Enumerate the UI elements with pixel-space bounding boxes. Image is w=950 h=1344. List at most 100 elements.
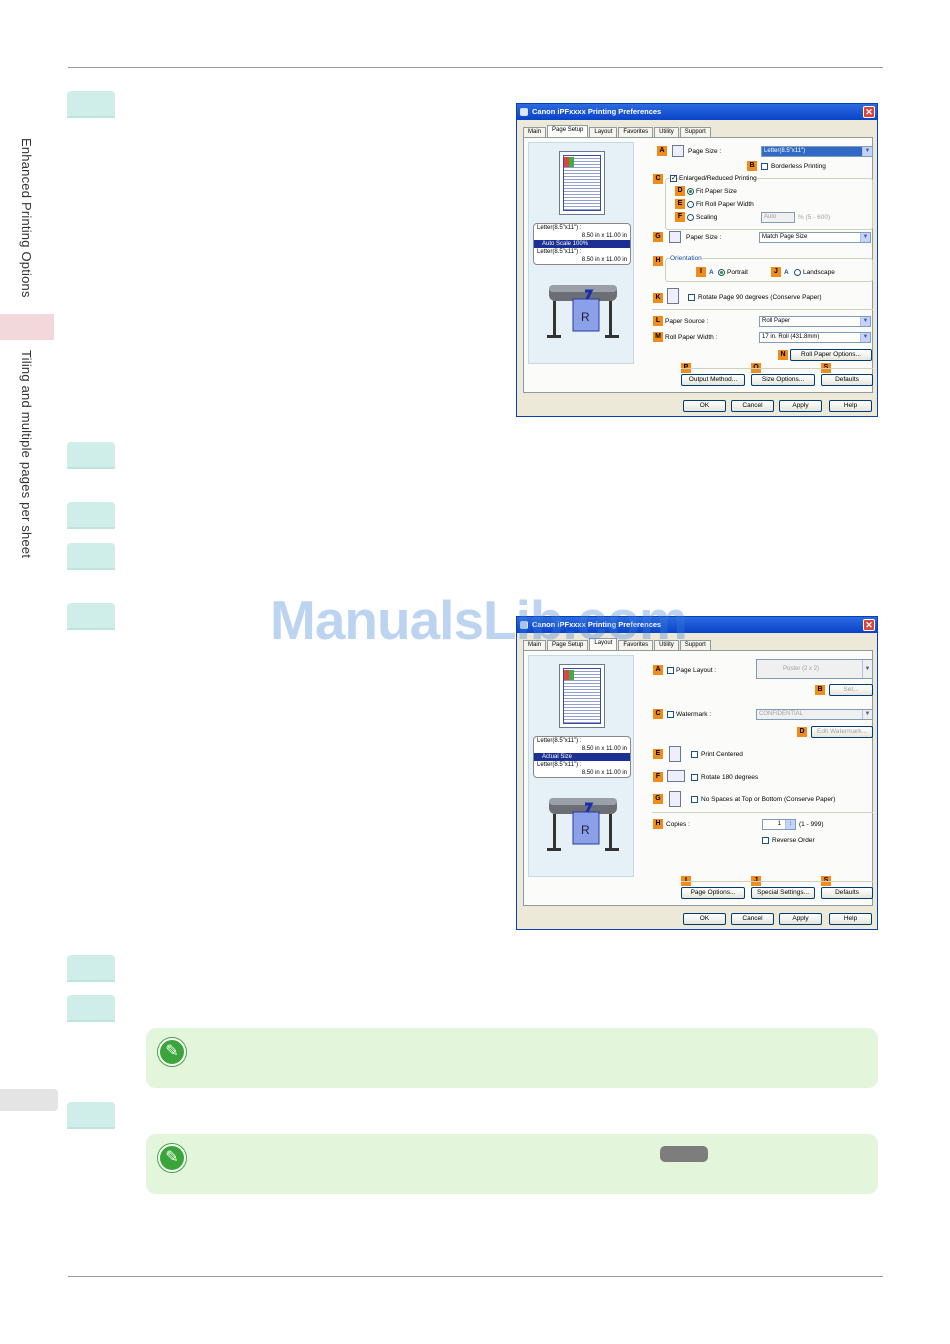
help-button[interactable]: Help: [829, 400, 872, 412]
tab-main[interactable]: Main: [523, 127, 547, 137]
output-method-button[interactable]: Output Method...: [681, 374, 745, 386]
chevron-down-icon: ▼: [862, 710, 872, 719]
fit-roll-width-radio[interactable]: [687, 201, 694, 208]
defaults-button[interactable]: Defaults: [821, 374, 873, 386]
step-marker-6: [67, 955, 115, 982]
special-settings-button[interactable]: Special Settings...: [751, 887, 815, 899]
watermark-checkbox[interactable]: [667, 711, 674, 718]
no-spaces-checkbox[interactable]: [691, 796, 698, 803]
label-l: L: [653, 316, 663, 326]
cancel-button[interactable]: Cancel: [731, 400, 774, 412]
page-size-select[interactable]: Letter(8.5"x11")▼: [761, 146, 873, 157]
side-tab-marker: [0, 314, 54, 340]
watermark-select[interactable]: CONFIDENTIAL ▼: [756, 709, 873, 720]
close-icon[interactable]: ✕: [863, 619, 875, 631]
print-centered-label: Print Centered: [701, 751, 743, 758]
reference-link-pill[interactable]: [660, 1146, 708, 1162]
printing-preferences-dialog-layout: Canon iPFxxxx Printing Preferences✕ Main…: [516, 616, 878, 930]
fit-paper-size-radio[interactable]: [687, 188, 694, 195]
reverse-order-checkbox[interactable]: [762, 837, 769, 844]
landscape-radio[interactable]: [794, 269, 801, 276]
orientation-group: [665, 258, 873, 282]
portrait-radio[interactable]: [718, 269, 725, 276]
paper-source-select[interactable]: Roll Paper▼: [759, 316, 871, 327]
printing-preferences-dialog-page-setup: Canon iPFxxxx Printing Preferences ✕ Main…: [516, 103, 878, 417]
watermark-label: Watermark :: [676, 711, 712, 718]
step-marker-4: [67, 543, 115, 570]
tab-favorites[interactable]: Favorites: [618, 127, 654, 137]
tab-utility[interactable]: Utility: [654, 640, 679, 650]
tab-utility[interactable]: Utility: [654, 127, 679, 137]
cancel-button[interactable]: Cancel: [731, 913, 774, 925]
page-size-icon: [672, 145, 684, 157]
scaling-radio[interactable]: [687, 214, 694, 221]
copies-range: (1 - 999): [799, 821, 824, 828]
page-options-button[interactable]: Page Options...: [681, 887, 745, 899]
close-icon[interactable]: ✕: [863, 106, 875, 118]
dialog-titlebar: Canon iPFxxxx Printing Preferences✕: [517, 617, 877, 633]
side-page-tab: [0, 1089, 58, 1111]
help-button[interactable]: Help: [829, 913, 872, 925]
rotate-checkbox[interactable]: [688, 294, 695, 301]
tab-main[interactable]: Main: [523, 640, 547, 650]
borderless-checkbox[interactable]: [761, 163, 768, 170]
paper-size-value: Match Page Size: [762, 234, 808, 240]
ok-button[interactable]: OK: [683, 400, 726, 412]
rotate-180-icon: [667, 770, 685, 782]
apply-button[interactable]: Apply: [779, 400, 822, 412]
tab-support[interactable]: Support: [679, 127, 711, 137]
defaults-button[interactable]: Defaults: [821, 887, 873, 899]
size-info-box: Letter(8.5"x11") : 8.50 in x 11.00 in Ac…: [533, 736, 631, 778]
rotate-180-checkbox[interactable]: [691, 774, 698, 781]
label-d: D: [675, 186, 685, 196]
roll-options-button[interactable]: Roll Paper Options...: [790, 349, 872, 361]
step-marker-1: [67, 91, 115, 118]
label-i: I: [696, 267, 706, 277]
scaling-range: % (5 - 600): [798, 214, 831, 221]
paper-size-select[interactable]: Match Page Size▼: [759, 232, 871, 243]
tab-page-setup[interactable]: Page Setup: [547, 640, 589, 650]
enlarged-checkbox[interactable]: ✓: [670, 175, 677, 182]
portrait-label: Portrait: [727, 269, 748, 276]
tab-layout[interactable]: Layout: [589, 638, 618, 650]
apply-button[interactable]: Apply: [779, 913, 822, 925]
tab-favorites[interactable]: Favorites: [618, 640, 654, 650]
tab-bar: Main Page Setup Layout Favorites Utility…: [523, 125, 712, 137]
dialog-title: Canon iPFxxxx Printing Preferences: [532, 107, 662, 116]
roll-width-select[interactable]: 17 in. Roll (431.8mm)▼: [759, 332, 871, 343]
set-button[interactable]: Set...: [829, 684, 873, 696]
original-size-value: 8.50 in x 11.00 in: [581, 233, 627, 239]
step-marker-7: [67, 995, 115, 1022]
orientation-label: Orientation: [670, 254, 702, 263]
tab-page-setup[interactable]: Page Setup: [547, 125, 589, 137]
label-c: C: [653, 709, 663, 719]
watermark-value: CONFIDENTIAL: [759, 711, 804, 717]
page-layout-checkbox[interactable]: [667, 667, 674, 674]
label-k: K: [653, 293, 663, 303]
tab-support[interactable]: Support: [679, 640, 711, 650]
copies-input[interactable]: 1↕: [762, 819, 796, 830]
flag-icon: [564, 157, 574, 167]
size-options-button[interactable]: Size Options...: [751, 374, 815, 386]
scaling-input[interactable]: Auto: [761, 212, 795, 223]
tab-layout[interactable]: Layout: [589, 127, 618, 137]
scaling-label: Scaling: [696, 214, 718, 221]
dialog-titlebar: Canon iPFxxxx Printing Preferences ✕: [517, 104, 877, 120]
print-centered-checkbox[interactable]: [691, 751, 698, 758]
stepper-icon[interactable]: ↕: [785, 820, 795, 829]
svg-text:R: R: [581, 823, 590, 837]
ok-button[interactable]: OK: [683, 913, 726, 925]
label-e: E: [675, 199, 685, 209]
edit-watermark-button[interactable]: Edit Watermark...: [811, 726, 873, 738]
copies-value: 1: [777, 821, 781, 827]
page-layout-select[interactable]: Poster (2 x 2)▼: [756, 659, 873, 679]
original-size-label: Letter(8.5"x11") :: [537, 225, 582, 231]
original-size-label: Letter(8.5"x11") :: [537, 738, 582, 744]
output-size-value: 8.50 in x 11.00 in: [581, 257, 627, 263]
separator: [681, 368, 873, 369]
enlarged-group: [665, 178, 873, 230]
chevron-down-icon: ▼: [862, 660, 872, 678]
fit-paper-size-label: Fit Paper Size: [696, 188, 737, 195]
no-spaces-icon: [669, 791, 681, 807]
step-marker-3: [67, 502, 115, 529]
